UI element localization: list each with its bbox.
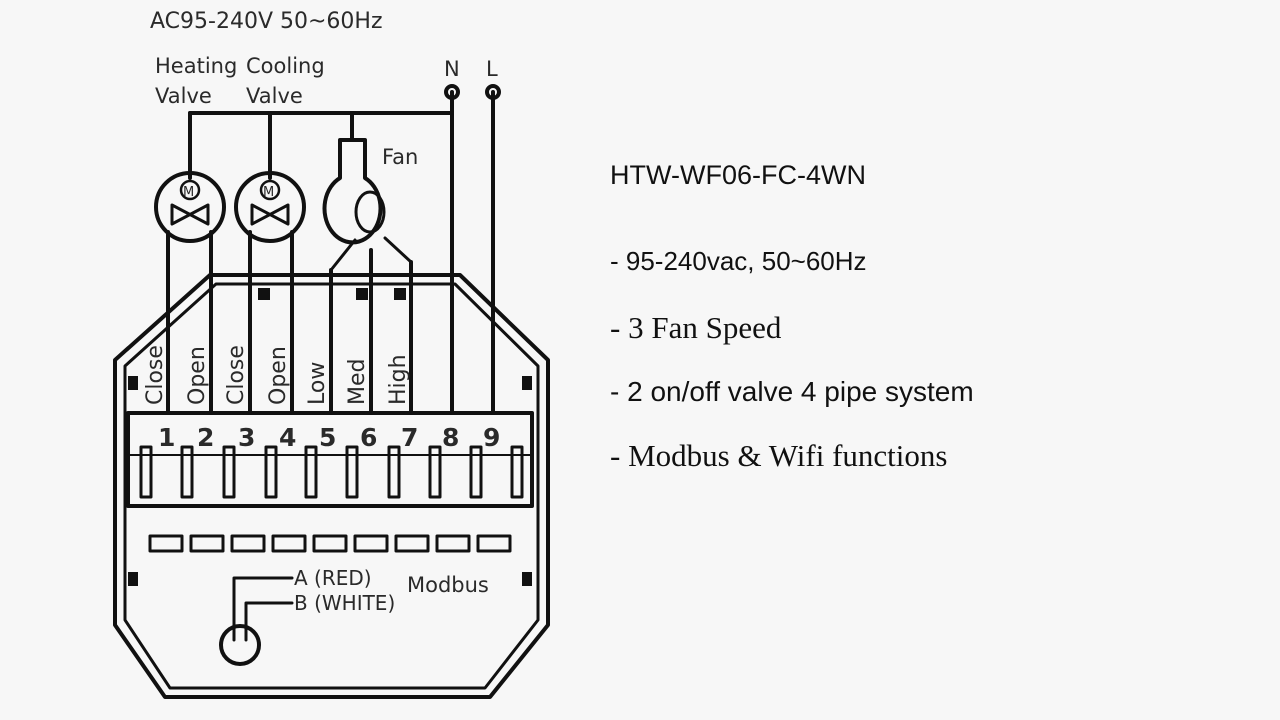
terminal-number-8: 8 — [442, 423, 459, 452]
supply-voltage-label: AC95-240V 50~60Hz — [150, 9, 383, 34]
terminal-screws — [139, 445, 524, 499]
modbus-connector — [219, 624, 261, 666]
heating-valve-label-1: Heating — [155, 54, 237, 78]
terminal-number-1: 1 — [158, 423, 175, 452]
spec-voltage: - 95-240vac, 50~60Hz — [610, 246, 867, 276]
spec-fan-speed: - 3 Fan Speed — [610, 310, 782, 345]
modbus-wire-b — [244, 601, 294, 642]
heating-valve — [154, 171, 226, 243]
cooling-valve-label-1: Cooling — [246, 54, 325, 78]
spec-functions: - Modbus & Wifi functions — [610, 438, 948, 473]
modbus-a-label: A (RED) — [294, 566, 372, 590]
terminal-3-function: Close — [224, 345, 249, 405]
terminal-slots — [148, 534, 512, 553]
terminal-5-function: Low — [305, 362, 330, 405]
heating-valve-symbol: M — [183, 185, 194, 200]
neutral-terminal — [444, 84, 460, 100]
live-label: L — [486, 57, 498, 81]
thermostat-inner-housing — [123, 282, 540, 690]
cooling-valve-symbol: M — [263, 185, 274, 200]
neutral-label: N — [444, 57, 460, 81]
model-number: HTW-WF06-FC-4WN — [610, 160, 866, 190]
terminal-number-5: 5 — [319, 423, 336, 452]
terminal-4-function: Open — [266, 346, 291, 405]
terminal-number-3: 3 — [238, 423, 255, 452]
heating-valve-label-2: Valve — [155, 84, 212, 108]
terminal-1-function: Close — [143, 345, 168, 405]
terminal-6-function: Med — [345, 359, 370, 405]
terminal-7-function: High — [386, 354, 411, 405]
terminal-number-2: 2 — [197, 423, 214, 452]
modbus-label: Modbus — [407, 573, 489, 597]
spec-valve-system: - 2 on/off valve 4 pipe system — [610, 376, 974, 407]
live-terminal — [485, 84, 501, 100]
terminal-2-function: Open — [185, 346, 210, 405]
fan-label: Fan — [382, 145, 418, 169]
terminal-number-4: 4 — [279, 423, 296, 452]
terminal-number-6: 6 — [360, 423, 377, 452]
terminal-number-9: 9 — [483, 423, 500, 452]
thermostat-housing — [113, 273, 550, 699]
modbus-b-label: B (WHITE) — [294, 591, 395, 615]
cooling-valve — [234, 171, 306, 243]
terminal-wires — [166, 90, 495, 415]
housing-tabs — [128, 288, 532, 586]
terminal-number-7: 7 — [401, 423, 418, 452]
cooling-valve-label-2: Valve — [246, 84, 303, 108]
modbus-wire-a — [232, 576, 294, 642]
wiring-diagram: AC95-240V 50~60Hz Heating Valve Cooling … — [113, 9, 550, 699]
